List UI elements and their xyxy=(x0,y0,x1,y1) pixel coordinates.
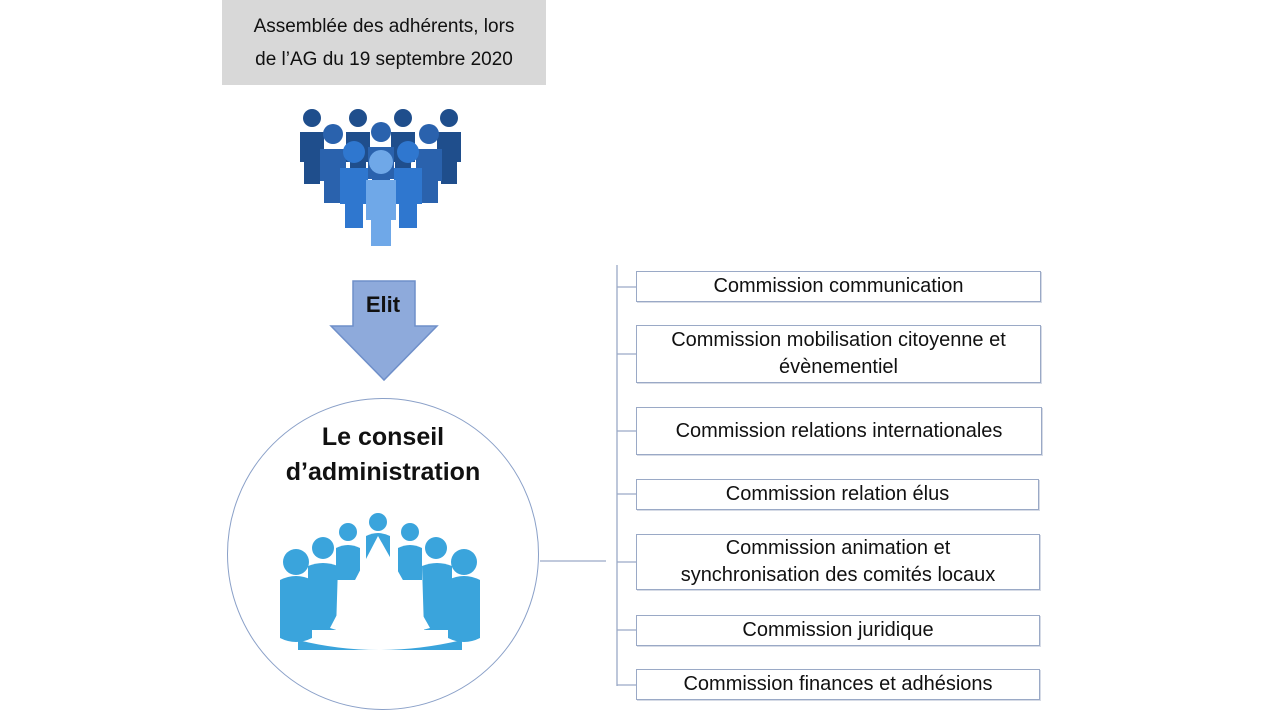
assembly-label-line2: de l’AG du 19 septembre 2020 xyxy=(255,48,513,70)
commission-relations-internationales-box: Commission relations internationales xyxy=(636,407,1042,455)
meeting-table-icon xyxy=(280,513,480,650)
commission-label: Commission finances et adhésions xyxy=(683,673,993,695)
commission-label-line1: Commission mobilisation citoyenne et xyxy=(671,329,1006,351)
commission-label-line2: évènementiel xyxy=(779,356,898,378)
board-title-line1: Le conseil xyxy=(321,423,445,451)
elit-label: Elit xyxy=(365,292,401,317)
commission-label-line2: synchronisation des comités locaux xyxy=(680,564,996,586)
board-title-line2: d’administration xyxy=(285,458,481,486)
assembly-label-box: Assemblée des adhérents, lors de l’AG du… xyxy=(222,0,546,85)
board-title: Le conseil d’administration xyxy=(227,420,539,490)
commission-label: Commission juridique xyxy=(742,619,934,641)
commission-animation-box: Commission animation et synchronisation … xyxy=(636,534,1040,590)
assembly-label-line1: Assemblée des adhérents, lors xyxy=(253,15,515,37)
commission-finances-box: Commission finances et adhésions xyxy=(636,669,1040,700)
commission-label: Commission communication xyxy=(713,275,964,297)
commission-mobilisation-box: Commission mobilisation citoyenne et évè… xyxy=(636,325,1041,383)
commission-label: Commission relation élus xyxy=(725,483,950,505)
board-circle xyxy=(227,398,539,710)
crowd-icon xyxy=(300,109,461,246)
commission-communication-box: Commission communication xyxy=(636,271,1041,302)
commission-relation-elus-box: Commission relation élus xyxy=(636,479,1039,510)
down-arrow-icon xyxy=(329,280,439,382)
commission-label-line1: Commission animation et xyxy=(725,537,951,559)
commission-label: Commission relations internationales xyxy=(675,419,1003,442)
commission-juridique-box: Commission juridique xyxy=(636,615,1040,646)
conference-table-shape xyxy=(330,536,430,636)
